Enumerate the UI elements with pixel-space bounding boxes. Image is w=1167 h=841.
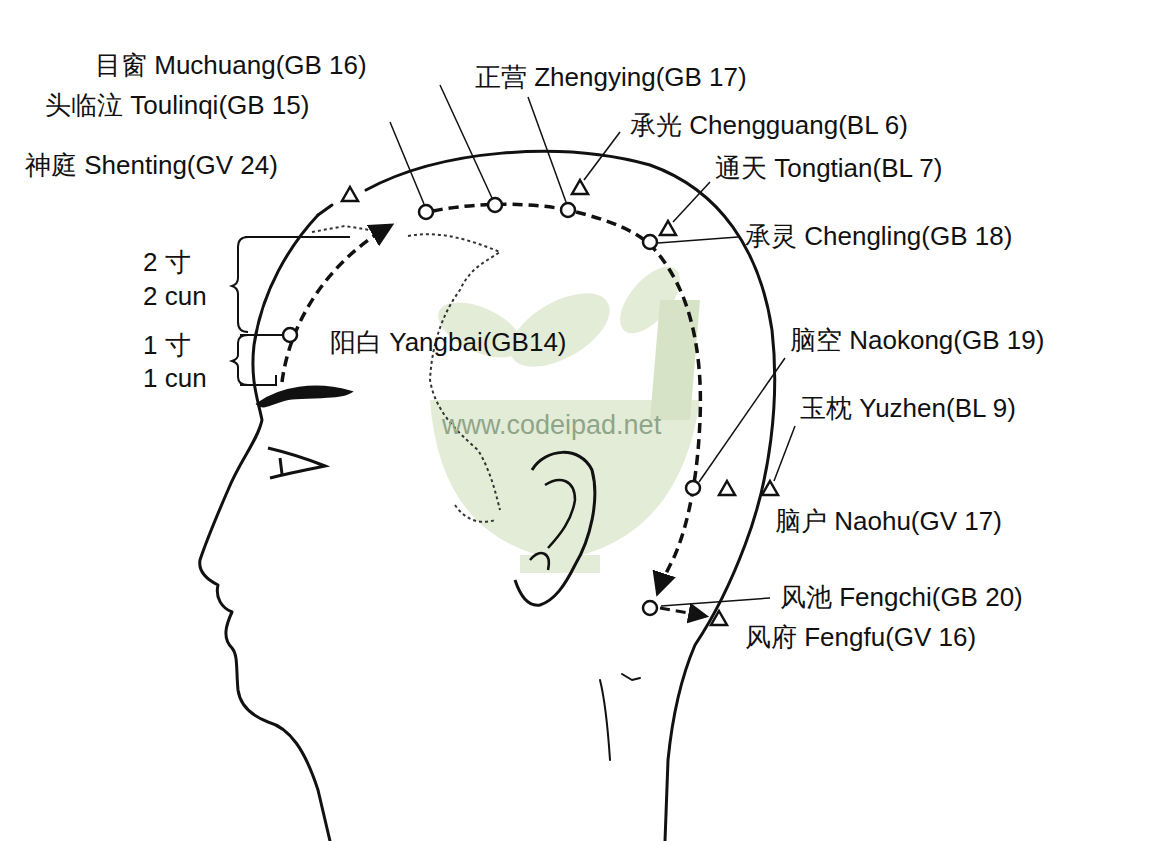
eye [280,458,282,474]
watermark: www.codeipad.net [442,410,661,440]
point-label: 脑空 Naokong(GB 19) [790,325,1044,355]
point-label: 承灵 Chengling(GB 18) [745,221,1012,251]
point-label: 神庭 Shenting(GV 24) [25,150,278,180]
dimension-label: 2 cun [143,281,207,311]
point-label: 头临泣 Toulinqi(GB 15) [45,90,309,120]
face-profile [200,215,330,841]
cun-bracket [232,237,350,385]
hairline [312,226,500,522]
neck-front [600,680,610,760]
head-outline [366,151,775,841]
point-label: 正营 Zhengying(GB 17) [475,62,747,92]
point-label: 风池 Fengchi(GB 20) [780,582,1023,612]
watermark-logo [430,257,700,573]
eye [268,448,325,478]
ear [515,452,595,605]
dimension-label: 1 cun [143,363,207,393]
head-outline [318,205,332,215]
eyebrow [258,387,350,406]
point-label: 承光 Chengguang(BL 6) [630,110,908,140]
point-label: 目窗 Muchuang(GB 16) [95,50,367,80]
acupoint-circle [283,198,700,615]
point-label: 玉枕 Yuzhen(BL 9) [800,393,1016,423]
point-label: 阳白 Yangbai(GB14) [330,327,567,357]
dimension-label: 1 寸 [143,330,191,360]
point-label: 脑户 Naohu(GV 17) [775,506,1002,536]
acupoint-triangle [342,180,778,625]
point-label: 风府 Fengfu(GV 16) [745,622,976,652]
neck-mark [622,674,640,680]
point-label: 通天 Tongtian(BL 7) [715,153,942,183]
meridian-path [282,204,705,616]
dimension-label: 2 寸 [143,247,191,277]
